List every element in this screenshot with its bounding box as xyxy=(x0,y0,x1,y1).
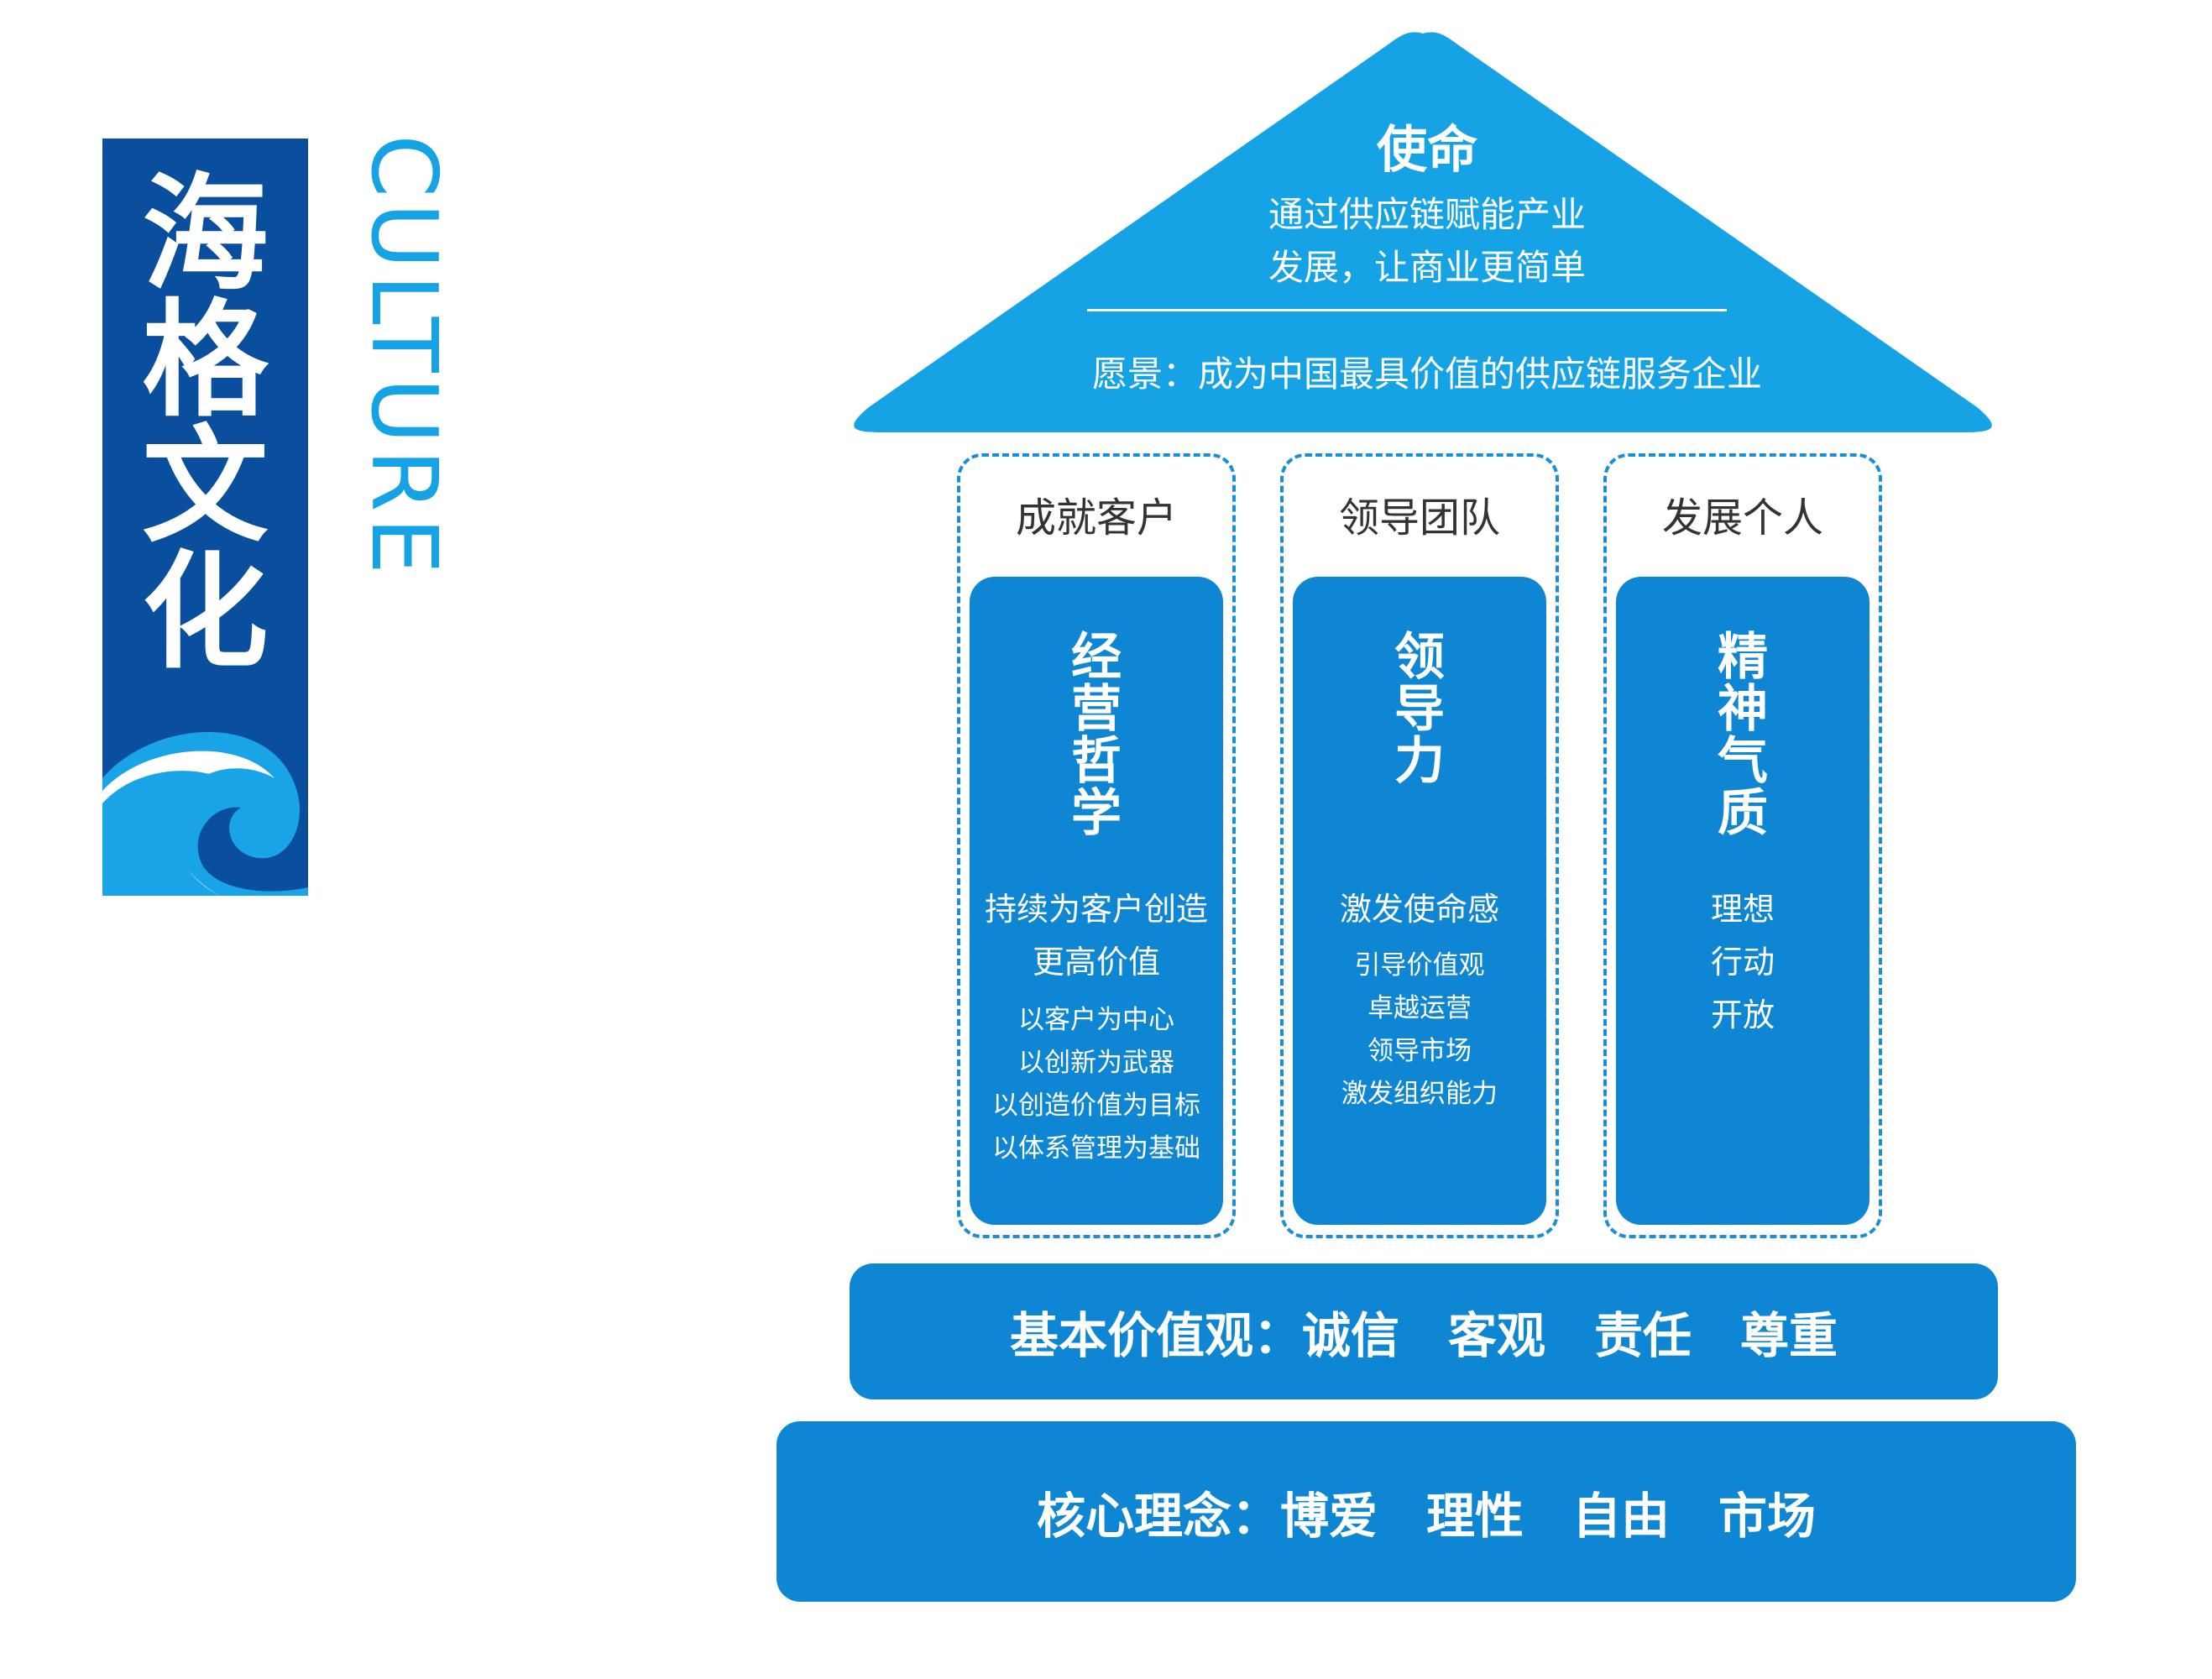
value-word: 尊重 xyxy=(1740,1307,1838,1364)
pillar-item: 引导价值观 xyxy=(1354,950,1485,981)
pillar-title: 经 营 哲 学 xyxy=(970,631,1223,840)
pillar-title: 领 导 力 xyxy=(1293,631,1546,787)
pillar-items: 以客户为中心 以创新为武器 以创造价值为目标 以体系管理为基础 xyxy=(970,999,1223,1170)
pillar-desc-line: 激发使命感 xyxy=(1339,891,1499,928)
pillar-title: 精 神 气 质 xyxy=(1616,631,1869,840)
core-word: 自由 xyxy=(1572,1487,1671,1545)
pillar-item: 卓越运营 xyxy=(1367,993,1472,1023)
mission-line: 发展，让商业更简单 xyxy=(1268,247,1586,288)
pillar-heading: 领导团队 xyxy=(1338,494,1500,541)
pillar-items: 引导价值观 卓越运营 领导市场 激发组织能力 xyxy=(1293,944,1546,1116)
pillar-item: 以客户为中心 xyxy=(1018,1005,1174,1035)
pillar-title-char: 力 xyxy=(1394,732,1445,791)
banner-title: 海 格 文 化 xyxy=(102,172,308,676)
pillar-title-char: 精 xyxy=(1718,628,1768,687)
core-word: 理性 xyxy=(1425,1487,1524,1545)
roof-divider xyxy=(1087,309,1727,311)
pillar-description: 持续为客户创造 更高价值 xyxy=(970,883,1223,989)
banner-title-char: 海 xyxy=(142,162,269,308)
pillar-heading: 发展个人 xyxy=(1661,494,1823,541)
pillar-description: 激发使命感 xyxy=(1293,883,1546,936)
pillar-title-char: 哲 xyxy=(1071,732,1122,791)
pillar-frame-team: 领导团队 领 导 力 激发使命感 引导价值观 卓越运营 领导市场 激发组织能力 xyxy=(1280,453,1559,1238)
pillar-body: 精 神 气 质 理想 行动 开放 xyxy=(1616,577,1869,1225)
pillar-title-char: 神 xyxy=(1718,680,1768,739)
pillar-item: 领导市场 xyxy=(1367,1036,1472,1066)
vision-statement: 愿景：成为中国最具价值的供应链服务企业 xyxy=(1091,353,1762,395)
pillar-heading: 成就客户 xyxy=(1015,494,1177,541)
pillar-frame-customer: 成就客户 经 营 哲 学 持续为客户创造 更高价值 以客户为中心 以创新为武器 … xyxy=(957,453,1236,1238)
pillar-body: 领 导 力 激发使命感 引导价值观 卓越运营 领导市场 激发组织能力 xyxy=(1293,577,1546,1225)
pillar-description: 理想 行动 开放 xyxy=(1616,883,1869,1042)
culture-subtitle: CULTURE xyxy=(351,134,456,580)
wave-icon xyxy=(102,732,308,896)
culture-banner: 海 格 文 化 xyxy=(102,139,308,896)
pillar-item: 以体系管理为基础 xyxy=(992,1133,1200,1164)
core-label: 核心理念：博爱 xyxy=(1036,1487,1378,1545)
pillar-title-char: 质 xyxy=(1718,784,1768,843)
pillar-item: 激发组织能力 xyxy=(1341,1079,1498,1109)
value-word: 责任 xyxy=(1594,1307,1692,1364)
banner-title-char: 格 xyxy=(142,288,269,434)
pillar-desc-line: 行动 xyxy=(1710,944,1775,981)
pillar-title-char: 营 xyxy=(1071,680,1122,739)
pillar-frame-individual: 发展个人 精 神 气 质 理想 行动 开放 xyxy=(1603,453,1882,1238)
value-word: 客观 xyxy=(1447,1307,1545,1364)
pillar-item: 以创新为武器 xyxy=(1018,1048,1174,1078)
pillar-title-char: 气 xyxy=(1718,732,1768,791)
pillar-desc-line: 更高价值 xyxy=(1032,944,1160,981)
pillar-item: 以创造价值为目标 xyxy=(992,1091,1200,1121)
core-word: 市场 xyxy=(1718,1487,1817,1545)
pillar-body: 经 营 哲 学 持续为客户创造 更高价值 以客户为中心 以创新为武器 以创造价值… xyxy=(970,577,1223,1225)
roof-shape xyxy=(854,32,1992,432)
pillar-desc-line: 持续为客户创造 xyxy=(984,891,1208,928)
banner-title-char: 化 xyxy=(142,540,269,686)
pillar-title-char: 领 xyxy=(1394,628,1445,687)
pillar-title-char: 经 xyxy=(1071,628,1122,687)
banner-title-char: 文 xyxy=(142,414,269,560)
mission-title: 使命 xyxy=(1377,121,1477,180)
mission-line: 通过供应链赋能产业 xyxy=(1268,194,1586,235)
pillar-title-char: 学 xyxy=(1071,784,1122,843)
pillar-desc-line: 开放 xyxy=(1710,996,1775,1033)
basic-values-bar: 基本价值观：诚信 客观 责任 尊重 xyxy=(850,1263,1998,1399)
pillar-desc-line: 理想 xyxy=(1710,891,1775,928)
pillar-title-char: 导 xyxy=(1394,680,1445,739)
values-label: 基本价值观：诚信 xyxy=(1009,1307,1399,1364)
core-philosophy-bar: 核心理念：博爱 理性 自由 市场 xyxy=(777,1421,2076,1602)
